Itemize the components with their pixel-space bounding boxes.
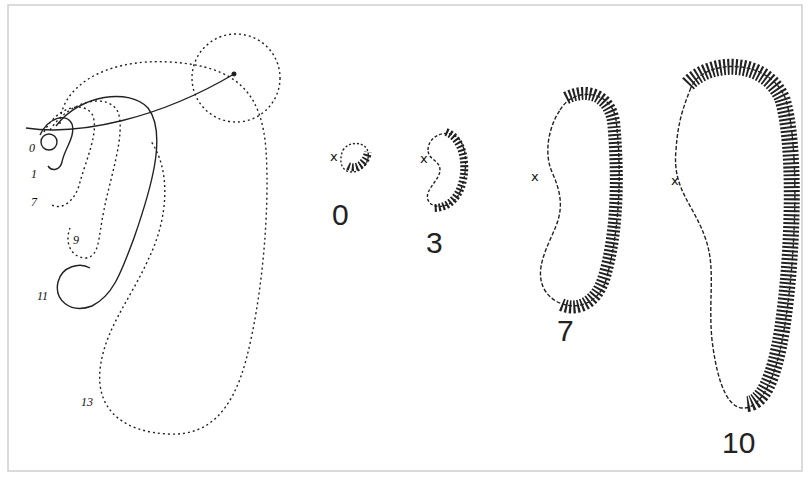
shape-10 <box>676 66 795 408</box>
outline-11 <box>56 96 157 308</box>
origin-mark: x <box>671 174 679 187</box>
outline-0 <box>41 134 57 150</box>
stage-number: 7 <box>557 316 574 346</box>
outline-7 <box>44 107 94 206</box>
stage-number: 3 <box>426 228 443 258</box>
stage-number: 7 <box>30 196 38 208</box>
shape-0 <box>341 143 368 172</box>
stage-number: 1 <box>30 168 38 180</box>
stage-number: 13 <box>80 396 94 408</box>
stage-number: 10 <box>722 428 755 458</box>
stage-number: 11 <box>36 290 49 302</box>
hatch-10 <box>688 67 792 404</box>
frame <box>8 5 802 471</box>
hatch-7 <box>560 93 616 307</box>
origin-mark: x <box>330 150 338 163</box>
shape-3 <box>427 134 465 207</box>
origin-mark: x <box>420 152 428 165</box>
stage-number: 9 <box>72 234 80 246</box>
stage-number: 0 <box>28 142 36 154</box>
origin-mark: x <box>531 170 539 183</box>
track-end <box>232 72 236 76</box>
track-line <box>26 74 234 130</box>
hatch-3 <box>434 132 464 208</box>
outline-9 <box>50 101 120 258</box>
stage-number: 0 <box>332 200 349 230</box>
outline-13 <box>60 62 267 434</box>
hatch-0 <box>348 152 368 167</box>
dotted-circle <box>192 34 280 122</box>
